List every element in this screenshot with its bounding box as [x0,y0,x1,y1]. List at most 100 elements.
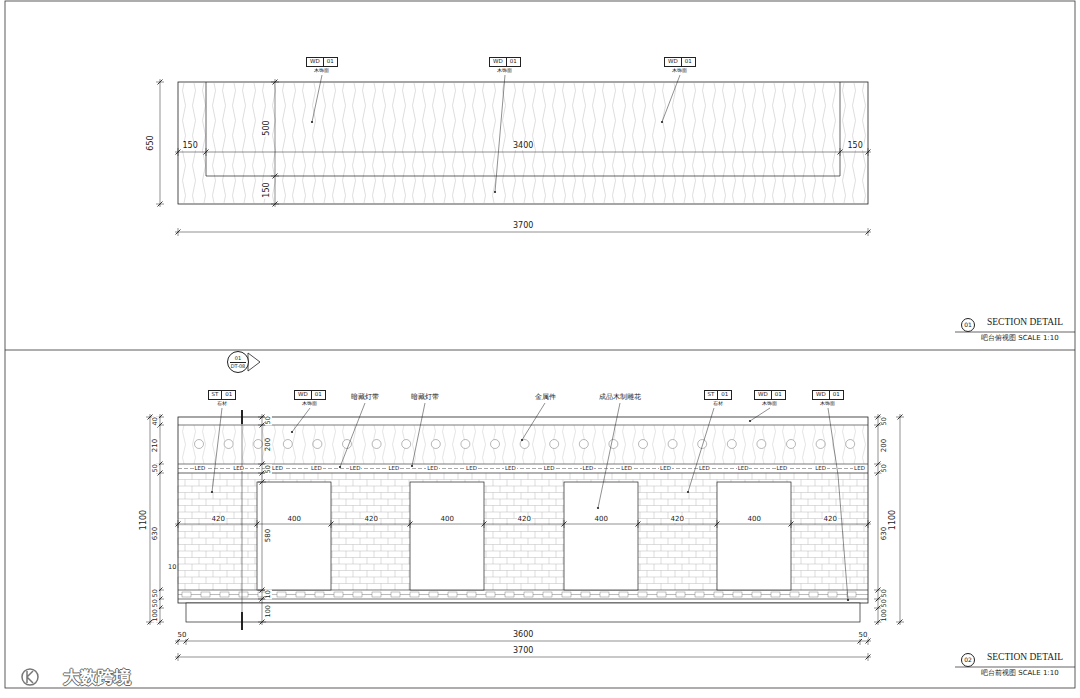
dimension-text: 50 [881,598,888,608]
stone-joint [199,493,200,500]
stone-joint [857,584,858,591]
stone-joint [696,538,697,545]
stone-joint [668,486,669,493]
wood-grain [843,425,846,464]
stone-joint [402,551,403,558]
dim-extension [156,204,164,205]
stone-joint [626,473,627,480]
led-symbol [771,592,780,597]
dim-extension [868,148,869,156]
stone-joint [206,473,207,480]
wood-grain [643,83,646,203]
wood-grain [623,83,626,203]
stone-joint [185,532,186,539]
stone-joint [829,532,830,539]
stone-joint [549,506,550,513]
stone-joint [220,551,221,558]
stone-joint [395,493,396,500]
stone-joint [724,473,725,480]
dimension-text: 200 [881,437,888,452]
stone-joint [703,571,704,578]
tag-code: 01 [221,391,235,399]
stone-joint [444,473,445,480]
stone-joint [850,564,851,571]
dim-extension [896,622,904,623]
stone-joint [822,564,823,571]
stone-joint [332,512,333,519]
metal-disc [313,440,322,449]
stone-joint [794,551,795,558]
stone-joint [346,473,347,480]
stone-joint [815,571,816,578]
stone-joint [521,571,522,578]
wood-grain [663,83,666,203]
leader-dot [687,491,689,493]
leader-line [312,75,322,122]
material-name: 木饰面 [754,401,786,406]
stone-joint [535,571,536,578]
wood-grain [713,83,716,203]
led-symbol [372,592,381,597]
stone-joint [850,551,851,558]
material-name: 石材 [208,401,237,406]
stone-joint [661,532,662,539]
dimension-text: 50 [152,588,159,598]
dimension-text: 50 [881,463,888,473]
wood-grain [213,425,216,464]
dim-extension [257,520,258,528]
stone-joint [801,532,802,539]
stone-joint [542,525,543,532]
dim-extension [868,520,869,528]
stone-joint [829,571,830,578]
wood-grain [433,83,436,203]
stone-joint [360,551,361,558]
led-symbol [334,592,343,597]
stone-joint [843,584,844,591]
stone-joint [549,532,550,539]
wood-grain [303,83,306,203]
stone-joint [220,525,221,532]
stone-joint [528,473,529,480]
stone-joint [794,538,795,545]
metal-disc [372,440,381,449]
dimension-line [160,414,161,625]
metal-disc [254,440,263,449]
led-mark: LED [543,466,556,472]
stone-joint [234,551,235,558]
stone-joint [703,584,704,591]
tag-box: WD01 [306,57,338,67]
leader-dot [749,420,751,422]
stone-joint [332,525,333,532]
stone-joint [675,493,676,500]
section-cut-mark [241,612,243,630]
wood-grain [733,83,736,203]
stone-joint [864,512,865,519]
stone-joint [801,545,802,552]
stone-joint [206,512,207,519]
wood-grain [223,83,226,203]
led-mark: LED [698,466,711,472]
stone-joint [192,486,193,493]
dimension-text: SECTION DETAIL [986,653,1064,663]
metal-disc [727,440,736,449]
stone-joint [346,525,347,532]
wood-grain [573,83,576,203]
led-symbol [505,592,514,597]
stone-joint [206,486,207,493]
wood-grain [543,83,546,203]
stone-joint [857,571,858,578]
stone-joint [829,493,830,500]
led-symbol [296,592,305,597]
stone-joint [808,512,809,519]
dim-extension [868,228,869,236]
stone-joint [521,532,522,539]
led-mark: LED [194,466,207,472]
stone-joint [689,480,690,487]
stone-joint [213,558,214,565]
stone-joint [500,551,501,558]
stone-joint [192,538,193,545]
stone-joint [668,512,669,519]
stone-joint [367,532,368,539]
stone-joint [535,558,536,565]
stone-joint [843,493,844,500]
